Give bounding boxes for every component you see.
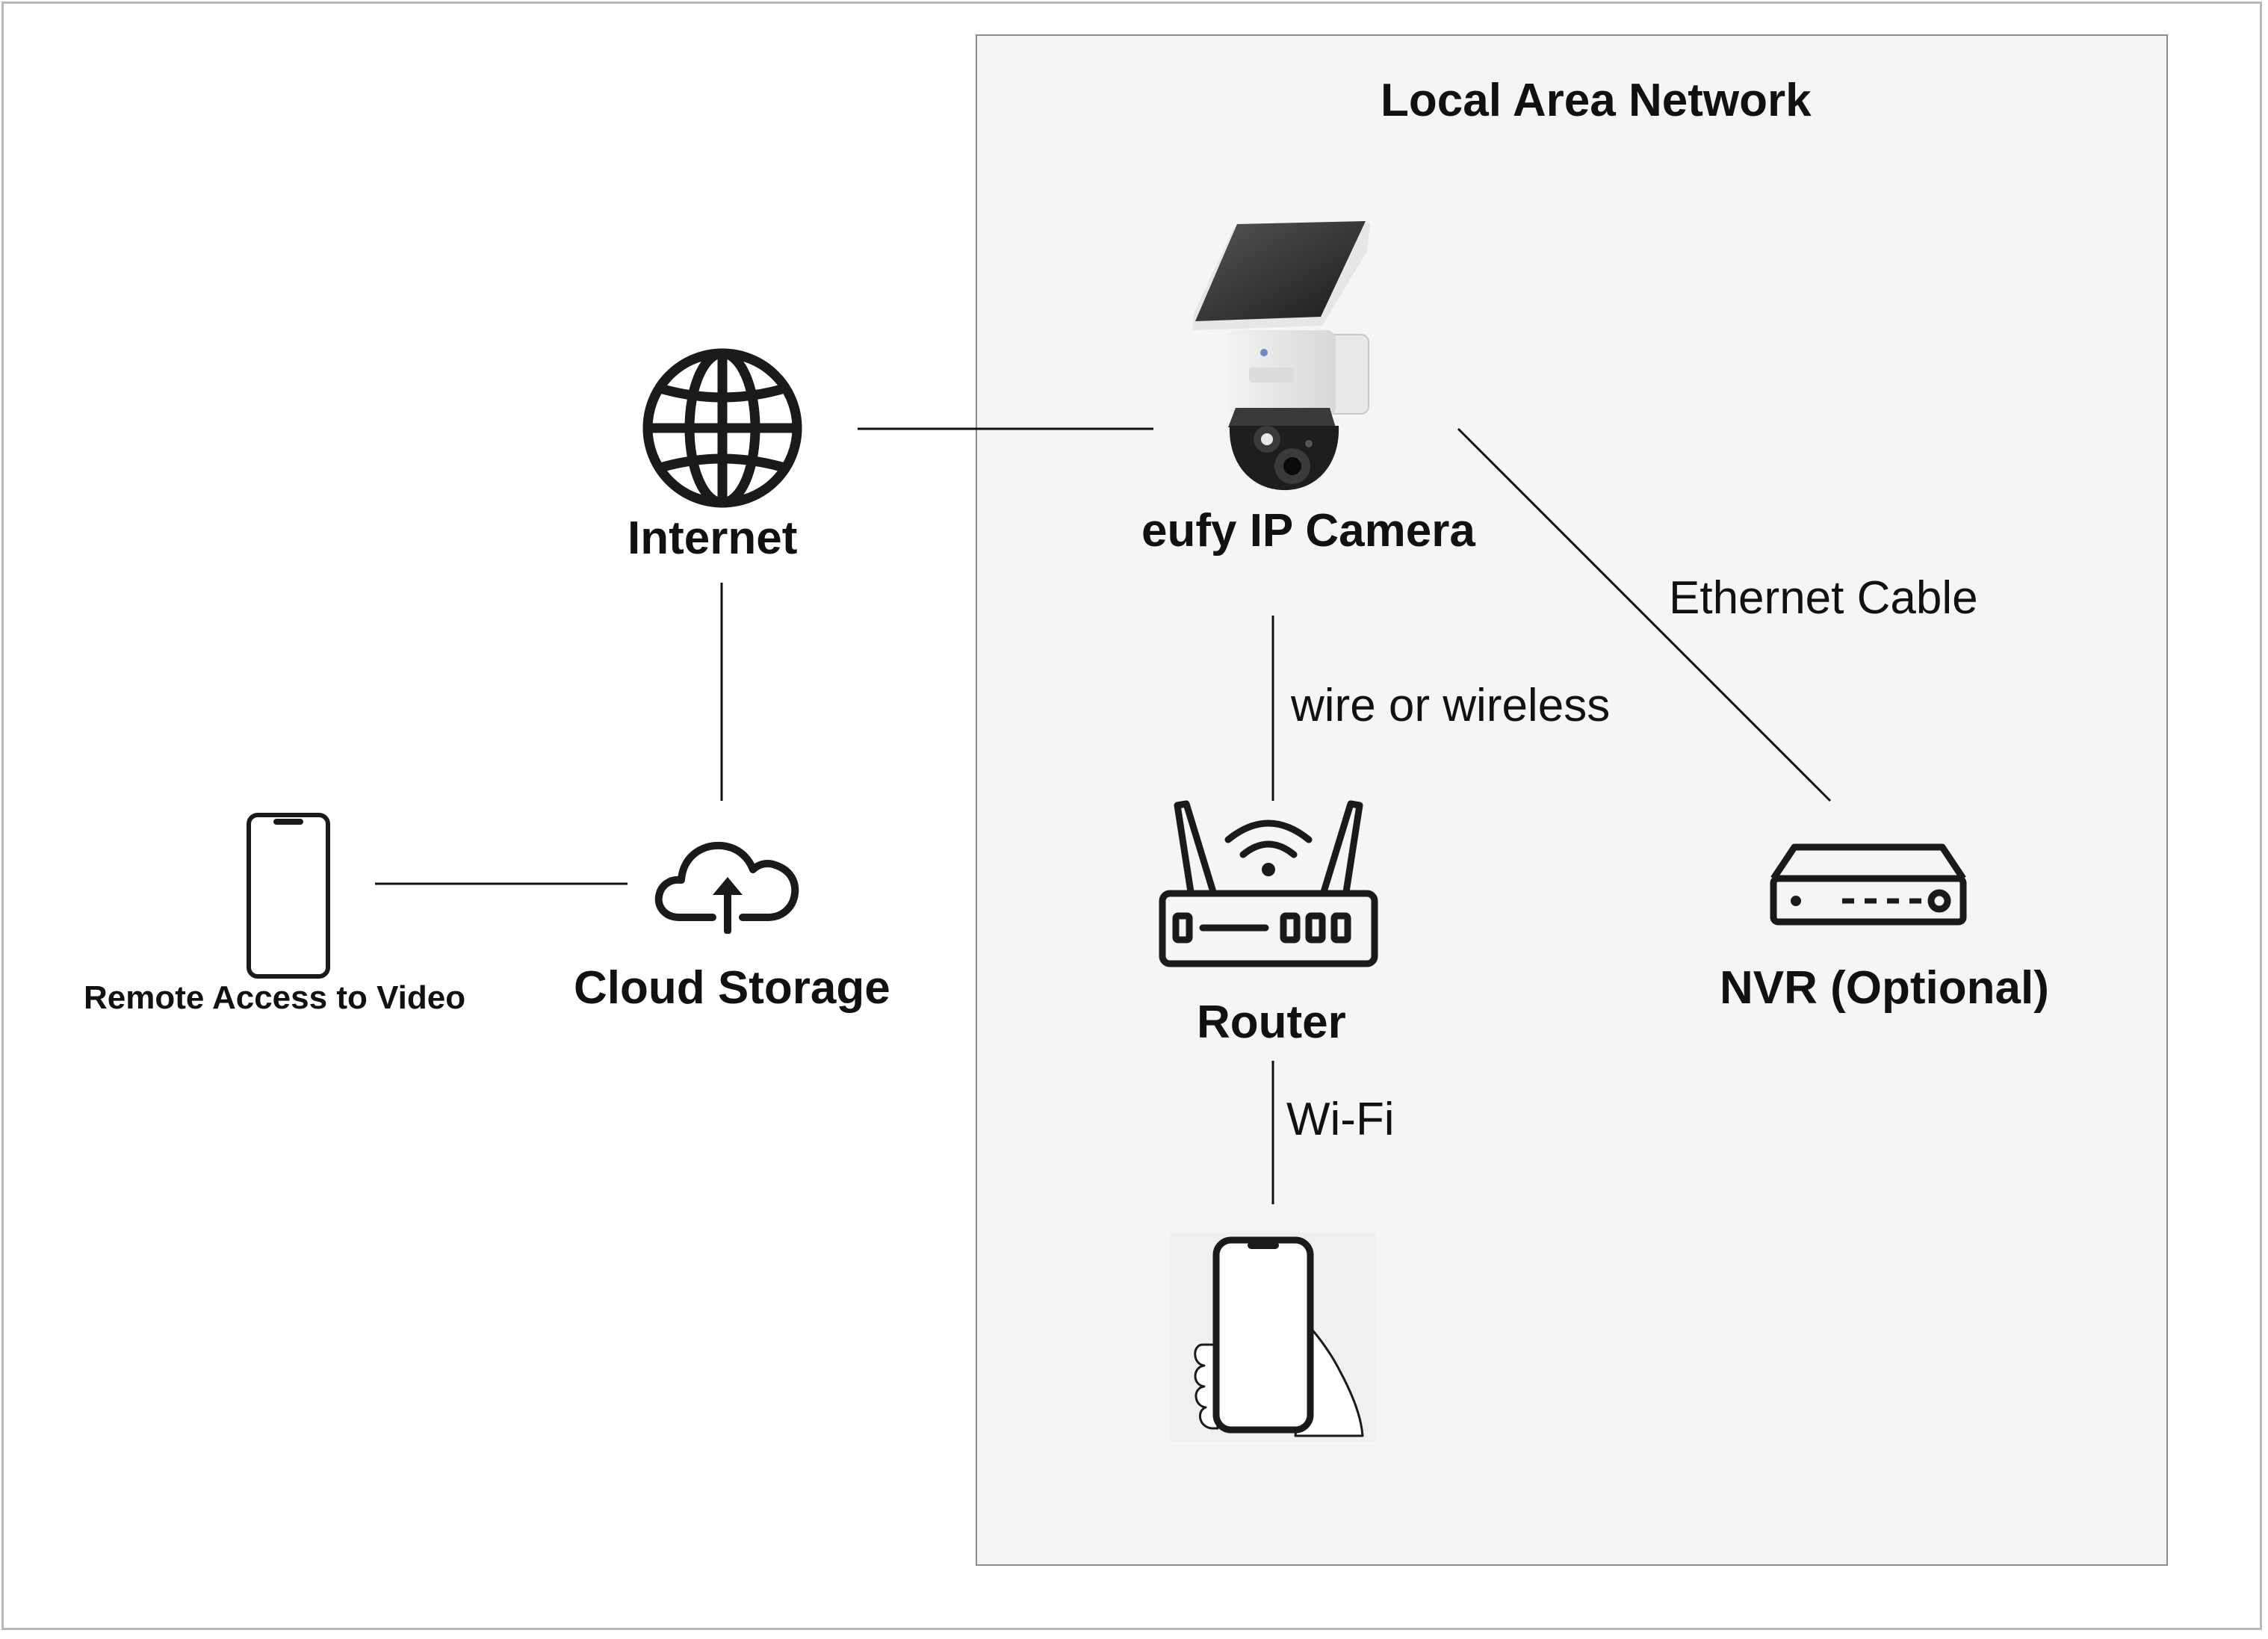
- hand-smartphone-icon: [1170, 1233, 1376, 1442]
- cloud-upload-icon: [654, 841, 799, 934]
- nvr-label: NVR (Optional): [1720, 962, 2049, 1014]
- camera-nvr-line: [1457, 427, 1832, 802]
- camera-label: eufy IP Camera: [1141, 505, 1475, 557]
- remote-access-label: Remote Access to Video: [84, 979, 466, 1016]
- router-label: Router: [1197, 997, 1346, 1048]
- globe-icon: [642, 348, 802, 508]
- nvr-icon: [1770, 843, 1967, 926]
- edge-label-camera-nvr: Ethernet Cable: [1669, 572, 1978, 624]
- edge-label-router-phone: Wi-Fi: [1286, 1094, 1395, 1145]
- solar-camera-icon: [1192, 221, 1370, 491]
- smartphone-icon: [247, 813, 330, 979]
- router-icon: [1159, 800, 1378, 967]
- cloud-storage-label: Cloud Storage: [574, 962, 890, 1014]
- edge-label-camera-router: wire or wireless: [1291, 680, 1611, 731]
- internet-label: Internet: [628, 512, 798, 564]
- lan-title: Local Area Network: [1381, 75, 1812, 126]
